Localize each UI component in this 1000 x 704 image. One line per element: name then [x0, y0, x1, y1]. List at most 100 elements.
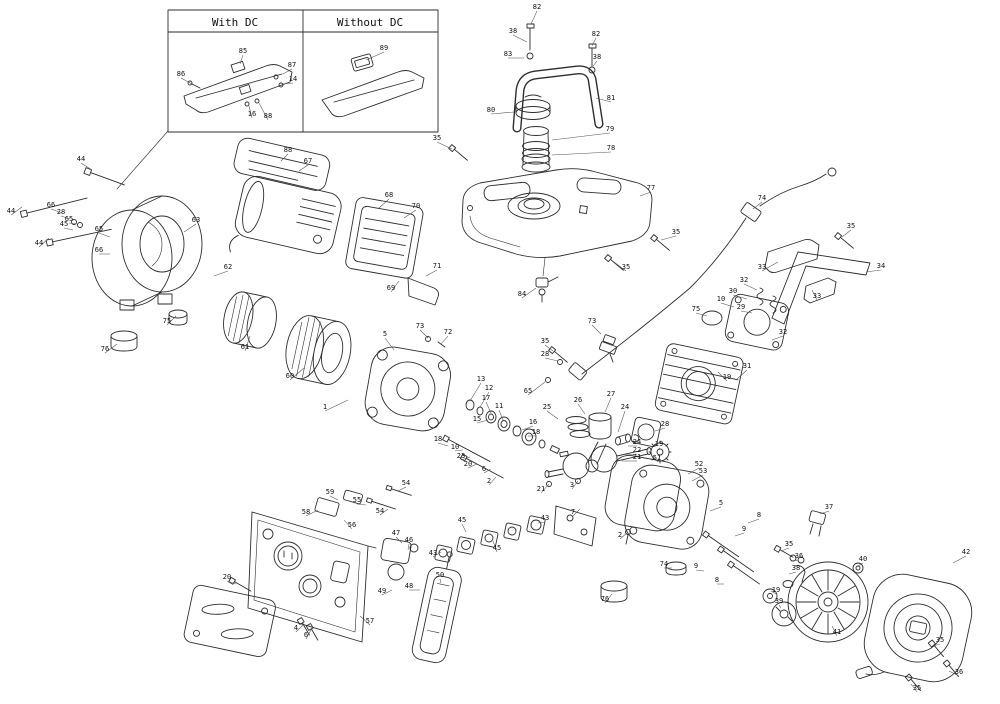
- callout-66: 66: [47, 201, 55, 209]
- leader-line: [695, 312, 708, 317]
- cover-gasket: [604, 455, 681, 532]
- leader-line: [732, 294, 748, 300]
- leader-line: [740, 310, 753, 314]
- callout-63: 63: [192, 216, 200, 224]
- leader-line: [432, 551, 442, 558]
- leader-line: [63, 227, 74, 231]
- starter-handle: [855, 666, 885, 679]
- callout-32: 32: [740, 276, 748, 284]
- valve-spring-2: [769, 295, 777, 314]
- leader-line: [910, 683, 918, 693]
- leader-line: [654, 427, 666, 432]
- leader-line: [571, 480, 579, 490]
- leader-line: [865, 269, 882, 273]
- callout-70: 70: [412, 202, 420, 210]
- leader-line: [591, 37, 597, 47]
- leader-line: [378, 198, 390, 209]
- callout-35: 35: [622, 263, 630, 271]
- cylinder-block: [654, 343, 744, 425]
- callout-60: 60: [286, 372, 294, 380]
- callout-50: 50: [436, 571, 444, 579]
- callout-28: 28: [541, 350, 549, 358]
- leader-line: [289, 367, 305, 381]
- callout-35: 35: [847, 222, 855, 230]
- callout-24: 24: [621, 403, 629, 411]
- leader-line: [436, 141, 453, 150]
- callout-28: 28: [661, 420, 669, 428]
- leader-line: [180, 77, 193, 85]
- callout-12: 12: [485, 384, 493, 392]
- callout-13: 13: [477, 375, 485, 383]
- leader-line: [282, 68, 293, 75]
- leader-line: [695, 569, 705, 572]
- starter-cup: [771, 601, 797, 627]
- callout-77: 77: [647, 184, 655, 192]
- callout-35: 35: [433, 134, 441, 142]
- callout-15: 15: [473, 415, 481, 423]
- callout-11: 11: [495, 402, 503, 410]
- handle-bolts: [526, 23, 597, 74]
- callout-81: 81: [607, 94, 615, 102]
- callout-44: 44: [35, 239, 43, 247]
- leader-line: [780, 547, 790, 552]
- callout-72: 72: [444, 328, 452, 336]
- leader-line: [604, 593, 613, 604]
- leader-line: [546, 410, 559, 420]
- leader-line: [166, 315, 177, 326]
- callout-38: 38: [509, 27, 517, 35]
- cylinder-head: [724, 293, 790, 351]
- leader-line: [540, 483, 550, 494]
- callout-67: 67: [304, 157, 312, 165]
- callout-68: 68: [385, 191, 393, 199]
- callout-34: 34: [877, 262, 885, 270]
- callout-21: 21: [537, 485, 545, 493]
- callout-19: 19: [655, 440, 663, 448]
- leader-line: [595, 97, 612, 103]
- head-bracket: [764, 238, 837, 304]
- callout-47: 47: [392, 529, 400, 537]
- leader-line: [239, 54, 244, 65]
- leader-line: [329, 495, 339, 501]
- callout-53: 53: [699, 467, 707, 475]
- callout-42: 42: [962, 548, 970, 556]
- leader-line: [734, 532, 745, 537]
- callout-84: 84: [518, 290, 526, 298]
- leader-line: [932, 643, 941, 647]
- callout-8: 8: [715, 576, 719, 584]
- callout-52: 52: [695, 460, 703, 468]
- callout-5: 5: [719, 499, 723, 507]
- fuel-filler-neck: [521, 126, 551, 173]
- inset-left-title: With DC: [212, 16, 258, 29]
- leader-line: [488, 476, 497, 486]
- leader-line: [788, 571, 797, 575]
- leader-line: [440, 335, 449, 345]
- leader-line: [407, 543, 410, 551]
- leader-line: [244, 335, 251, 352]
- callout-75: 75: [692, 305, 700, 313]
- leader-line: [771, 335, 784, 341]
- misc-bolts: [425, 144, 959, 691]
- callout-9: 9: [694, 562, 698, 570]
- leader-line: [343, 519, 353, 530]
- callout-35: 35: [913, 684, 921, 692]
- leader-line: [625, 453, 638, 456]
- leader-line: [359, 615, 371, 626]
- callout-75: 75: [163, 317, 171, 325]
- callout-65: 65: [65, 215, 73, 223]
- valve-cap: [701, 310, 723, 326]
- leader-line: [761, 261, 779, 272]
- leader-line: [460, 456, 471, 461]
- callout-71: 71: [433, 262, 441, 270]
- leader-line: [492, 540, 498, 553]
- callout-76: 76: [601, 595, 609, 603]
- callout-45: 45: [458, 516, 466, 524]
- leader-line: [778, 604, 782, 609]
- leader-line: [461, 523, 467, 533]
- rubber-foot-left: [110, 330, 138, 352]
- callout-88: 88: [264, 112, 272, 120]
- leader-line: [720, 302, 735, 308]
- cover-bolts-left: [19, 167, 125, 247]
- shroud-bracket: [407, 277, 439, 306]
